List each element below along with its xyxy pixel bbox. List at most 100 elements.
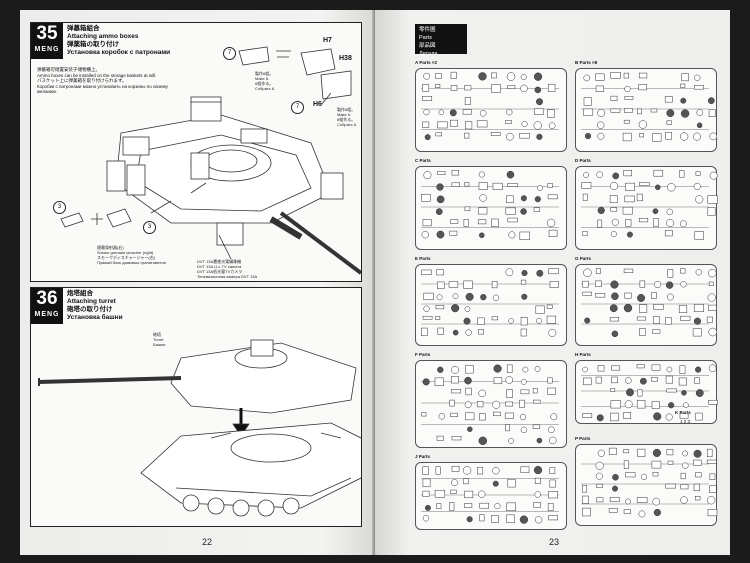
sprue-part [464,97,471,105]
sprue-part [520,74,527,81]
sprue-part [492,182,503,191]
step-36-badge: 36 MENG [31,288,63,324]
sprue-part [680,484,689,490]
sprue-part [550,413,558,421]
sprue-part [520,466,530,473]
sprue-part [707,508,718,517]
sprue-part [680,83,686,88]
sprue-part [708,304,717,311]
sprue-part [608,507,618,513]
sprue-part [437,366,444,373]
sprue-part [549,479,556,488]
sprue-part [436,435,444,441]
sprue-part [609,317,620,322]
sprue-part [478,182,488,190]
sprue-part [666,120,672,125]
sprue-part [464,206,471,212]
sprue-part [595,293,606,298]
parts-page-right: 零件圖 Parts 部品図 Детали A Parts ×2 B Parts … [375,10,730,555]
sprue-part [491,515,499,523]
sprue-part [519,413,527,421]
sprue-part [650,108,658,113]
sprue-part [465,121,473,130]
sprue-part [467,426,473,433]
sprue-part [422,219,432,227]
sprue-part [680,496,688,504]
sprue-part [636,497,648,503]
sprue-part [462,466,472,475]
sprue-part [609,496,620,503]
sprue-part [423,109,430,116]
camera-callout: DVT 13A晝夜光電攝像機 DVT 13A LLL TV camera DVT… [197,259,258,279]
title-en: Attaching turret [67,298,116,305]
sprue-part [695,171,701,176]
sprue-part [422,121,430,128]
sprue-part [493,377,503,385]
sprue-part [548,328,557,337]
sprue-part [506,170,515,179]
sprue-part [506,502,516,511]
sprue-part [547,183,553,188]
sprue-part [477,219,487,225]
sprue-part [582,507,591,517]
sprue-part [665,375,673,384]
sprue-part [636,364,645,369]
sprue-part [693,317,702,325]
sprue-part [452,329,459,336]
sprue-part [652,133,662,142]
quantity-x3-icon: 3 [53,201,66,214]
sprue-part [694,496,701,501]
sprue-part [506,364,513,373]
sprue-part [463,280,473,289]
sprue-part [682,462,689,469]
sprue-part [547,109,555,118]
sprue-part [507,478,516,488]
sprue-part [624,195,635,203]
sprue-part [654,281,662,289]
sprue-part [582,280,589,288]
sprue-part [450,412,458,418]
sprue-part [611,376,618,384]
sprue-part [651,460,662,469]
sprue-part [536,133,543,140]
sprue-part [695,389,704,397]
sprue-part [595,85,604,92]
ammo-note: 弹墓箱可储置安装于储物櫃上。 Ammo boxes can be install… [37,67,187,95]
sprue-part [476,467,484,475]
sprue-part [478,171,485,178]
sprue-part [583,377,592,386]
sprue-part [434,489,446,498]
quantity-x7-icon: 7 [223,47,236,60]
sprue-part [536,317,543,324]
sprue-part [693,303,704,312]
make6-callout: 製作6組。 Make 6. 6組作る。 Собрать 6. [255,71,276,91]
sprue-part [520,378,527,385]
step-35-panel: 35 MENG 弹墓箱組合 Attaching ammo boxes 弾薬箱の取… [30,22,362,282]
sprue-part [582,366,588,373]
sprue-part [465,365,474,374]
title-cn: 弹墓箱組合 [67,25,100,32]
sprue-part [681,389,687,396]
sprue-part [624,96,634,100]
sprue-part [450,489,457,494]
sprue-part [507,217,518,223]
sprue-part [595,472,603,480]
sprue-part [667,269,674,278]
sprue-part [494,503,501,510]
sprue-part [612,485,619,492]
sprue-part [464,401,472,409]
sprue-part [424,134,431,141]
sprue-part [464,132,470,139]
sprue-part [451,436,462,441]
sprue-part [709,171,718,180]
sprue-part [696,122,703,129]
sprue-part [476,401,484,408]
sprue-part [637,294,646,302]
sprue-part [520,426,528,434]
sprue-part [597,132,605,140]
sprue-part [506,108,513,116]
sprue-part [465,387,472,396]
sprue-part [451,365,459,374]
sprue-part [549,436,557,445]
sprue-part [694,74,701,81]
